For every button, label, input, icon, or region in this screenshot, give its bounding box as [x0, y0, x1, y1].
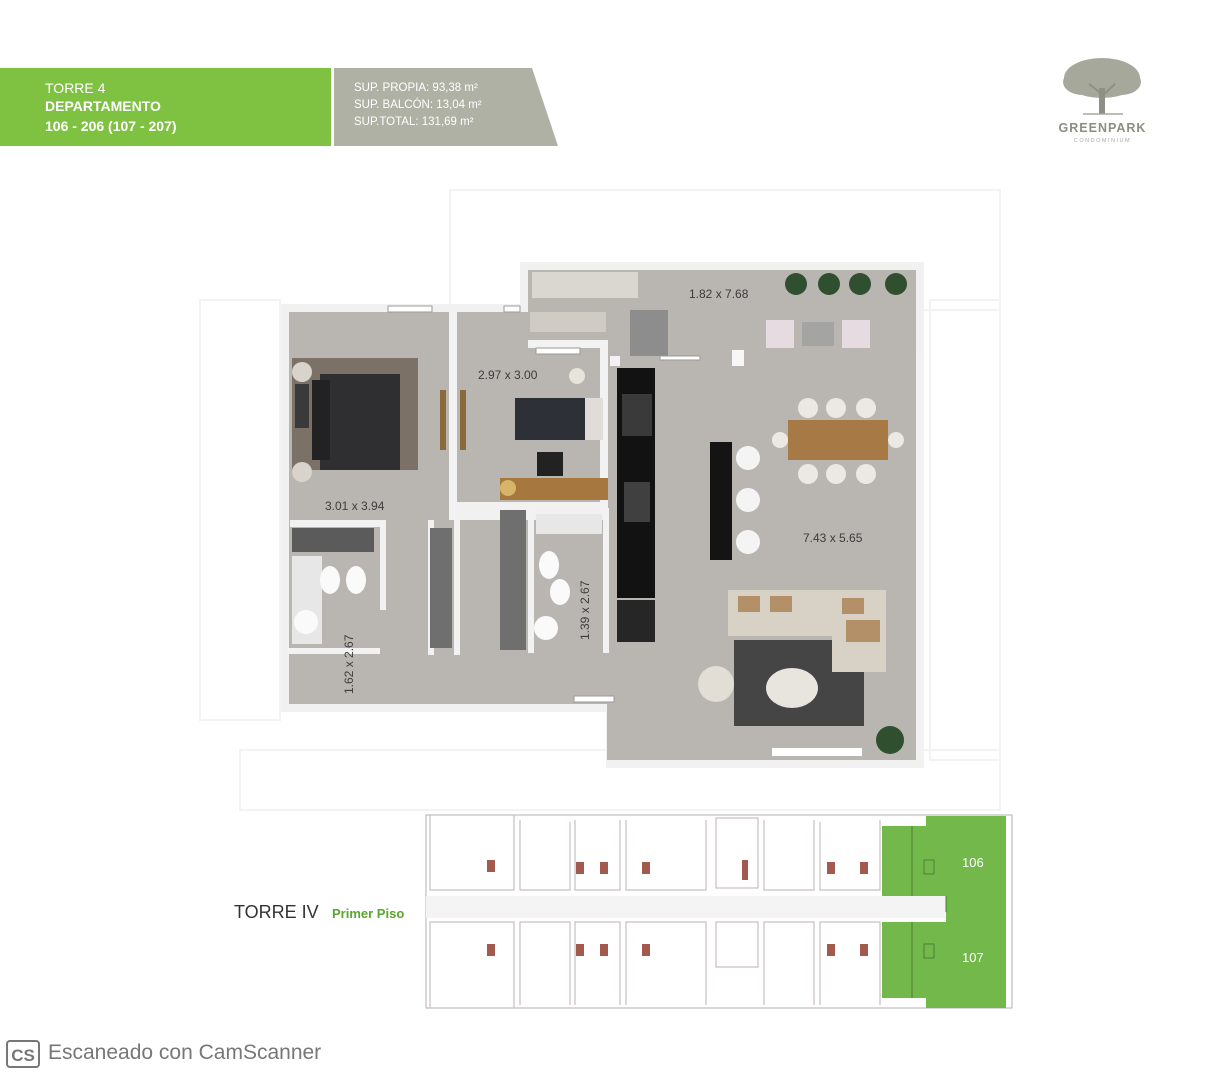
nightstand-pillow	[295, 384, 309, 428]
tree-icon	[1063, 58, 1141, 115]
desk-lamp-icon	[500, 480, 516, 496]
area-summary: SUP. PROPIA: 93,38 m² SUP. BALCÓN: 13,04…	[334, 68, 558, 146]
bar-stool	[736, 488, 760, 512]
cooktop-icon	[622, 394, 652, 436]
master-bed	[320, 374, 400, 470]
coffee-table	[766, 668, 818, 708]
desk-chair	[537, 452, 563, 476]
bathroom-2-bidet	[550, 579, 570, 605]
bar-stool	[736, 446, 760, 470]
balcony-plants	[785, 273, 907, 295]
sofa-cushions	[738, 596, 880, 642]
bedroom-2-headboard	[585, 398, 603, 440]
wardrobe-door	[440, 390, 446, 450]
logo-tagline: CONDOMINIUM	[1073, 138, 1132, 144]
room-dims-balcony: 1.82 x 7.68	[689, 287, 749, 301]
bathroom-2-counter	[536, 514, 602, 534]
greenpark-logo: GREENPARK CONDOMINIUM	[1045, 54, 1160, 154]
balcony-armchair	[766, 320, 794, 348]
kitchen-island	[710, 442, 732, 560]
closet-2	[500, 510, 526, 650]
bathroom-2-sink	[534, 616, 558, 640]
lamp-icon	[292, 362, 312, 382]
logo-wordmark: GREENPARK	[1058, 121, 1147, 135]
unit-107-highlight	[882, 910, 1006, 1008]
dining-chairs	[772, 398, 904, 484]
wardrobe-door	[460, 390, 466, 450]
master-bed-pillows	[312, 380, 330, 460]
key-plan	[425, 814, 1013, 1009]
unit-106-highlight	[882, 816, 1006, 912]
shelf-unit	[292, 528, 374, 552]
key-plan-title: TORRE IV	[234, 902, 319, 922]
balcony-armchair	[842, 320, 870, 348]
camscanner-logo: CS	[6, 1040, 40, 1068]
room-dims-bathroom-1: 1.62 x 2.67	[342, 634, 356, 694]
watermark-text: Escaneado con CamScanner	[48, 1041, 322, 1064]
fridge	[617, 600, 655, 642]
area-row-balcony: SUP. BALCÓN: 13,04 m²	[354, 99, 482, 111]
room-dims-living-dining: 7.43 x 5.65	[803, 531, 863, 545]
bedroom-2-bed	[515, 398, 585, 440]
tower-label: TORRE 4	[45, 80, 106, 96]
key-plan-unit-107: 107	[962, 950, 984, 965]
unit-header-banner: TORRE 4 DEPARTAMENTO 106 - 206 (107 - 20…	[0, 68, 331, 146]
closet-1	[430, 528, 452, 648]
bathroom-1-toilet	[320, 566, 340, 594]
area-row-own: SUP. PROPIA: 93,38 m²	[354, 82, 478, 94]
armchair	[698, 666, 734, 702]
balcony-stairs	[630, 310, 668, 356]
unit-type-label: DEPARTAMENTO	[45, 98, 161, 114]
plant-icon	[876, 726, 904, 754]
bathroom-1-bidet	[346, 566, 366, 594]
kitchen-sink	[624, 482, 650, 522]
room-dims-bathroom-2: 1.39 x 2.67	[578, 580, 592, 640]
bathroom-2-toilet	[539, 551, 559, 579]
bar-stool	[736, 530, 760, 554]
area-summary-shape	[334, 68, 558, 146]
balcony-grill	[532, 272, 638, 298]
room-dims-bedroom-2: 2.97 x 3.00	[478, 368, 538, 382]
unit-numbers: 106 - 206 (107 - 207)	[45, 118, 177, 134]
bathroom-1-sink	[294, 610, 318, 634]
dining-table	[788, 420, 888, 460]
lamp-icon	[292, 462, 312, 482]
key-plan-subtitle: Primer Piso	[332, 906, 405, 921]
area-row-total: SUP.TOTAL: 131,69 m²	[354, 116, 474, 128]
laundry-unit	[530, 312, 606, 332]
side-table	[569, 368, 585, 384]
windows	[387, 305, 701, 703]
key-plan-unit-106: 106	[962, 855, 984, 870]
tv-console	[772, 748, 862, 756]
bedroom-2-desk	[500, 478, 608, 500]
room-dims-master-bedroom: 3.01 x 3.94	[325, 499, 385, 513]
balcony-table	[802, 322, 834, 346]
